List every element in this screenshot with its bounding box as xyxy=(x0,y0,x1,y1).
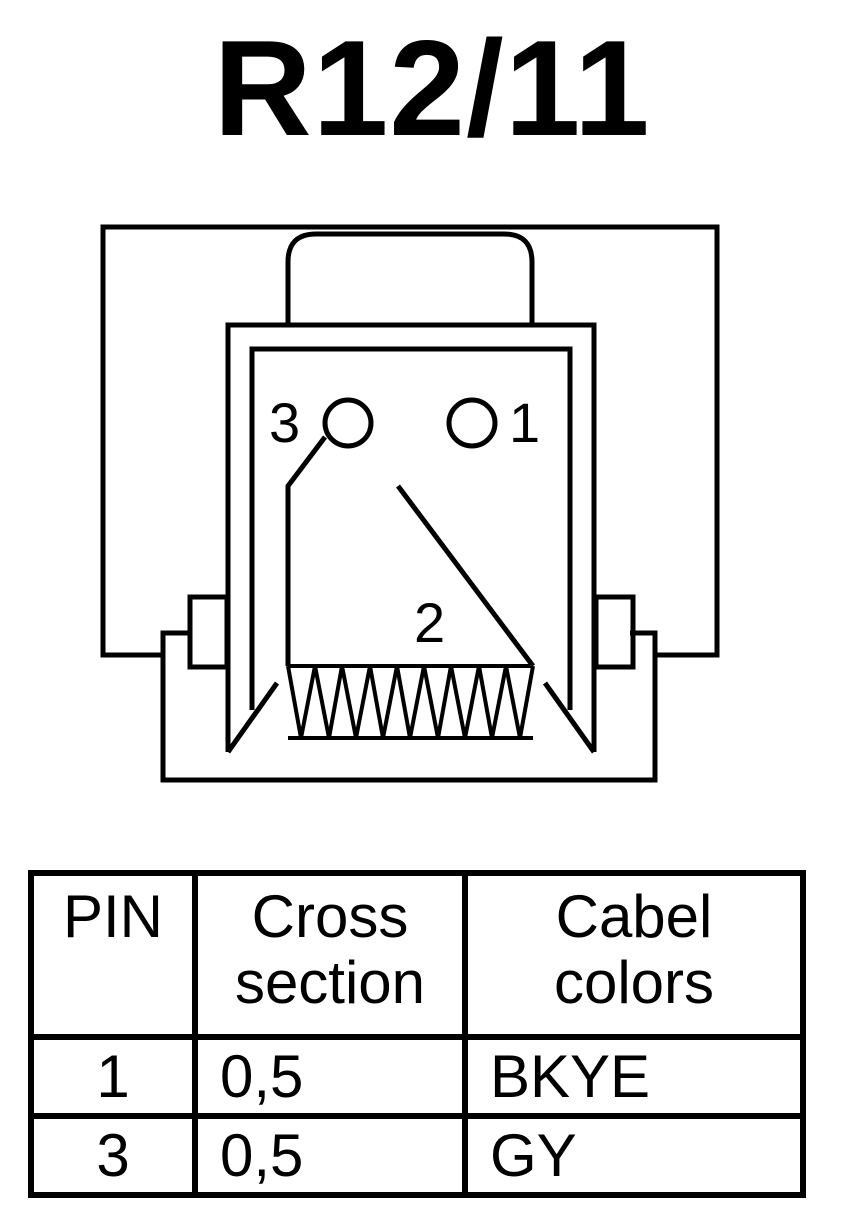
table-header-row: PIN Cross section Cabel colors xyxy=(28,869,806,1041)
pin-2-label: 2 xyxy=(414,591,445,654)
header-pin-label: PIN xyxy=(62,883,164,950)
pin-table: PIN Cross section Cabel colors 1 0,5 BKY… xyxy=(28,869,806,1198)
left-clip xyxy=(187,594,230,670)
header-cable-colors: Cabel colors xyxy=(462,869,806,1041)
top-latch xyxy=(285,231,535,325)
pin-2-wire xyxy=(396,484,535,668)
pin-3-contact xyxy=(322,397,374,449)
table-row: 3 0,5 GY xyxy=(28,1113,806,1198)
header-color-line2: colors xyxy=(553,949,715,1016)
connector-drawing: 3 1 2 xyxy=(100,224,720,783)
header-cross-line2: section xyxy=(234,949,426,1016)
spring-contact xyxy=(286,664,535,740)
row-1-cable-color: BKYE xyxy=(462,1034,806,1119)
pin-3-label: 3 xyxy=(269,391,300,454)
row-2-cable-color: GY xyxy=(462,1113,806,1198)
header-cross-line1: Cross xyxy=(251,883,409,950)
row-1-pin: 1 xyxy=(28,1034,198,1119)
table-row: 1 0,5 BKYE xyxy=(28,1034,806,1119)
row-2-pin: 3 xyxy=(28,1113,198,1198)
inner-insert-frame xyxy=(249,346,573,710)
header-cross-section: Cross section xyxy=(192,869,468,1041)
row-2-cross-section: 0,5 xyxy=(192,1113,468,1198)
pin-1-contact xyxy=(446,397,498,449)
outer-housing xyxy=(100,224,720,658)
row-1-cross-section: 0,5 xyxy=(192,1034,468,1119)
header-pin: PIN xyxy=(28,869,198,1041)
outer-insert-frame xyxy=(225,322,597,752)
header-color-line1: Cabel xyxy=(555,883,713,950)
right-clip xyxy=(593,594,636,670)
right-chamfer xyxy=(542,681,597,754)
pin-3-wire xyxy=(285,435,327,666)
pin-1-label: 1 xyxy=(509,391,540,454)
left-chamfer xyxy=(225,681,280,754)
base-frame xyxy=(160,630,658,783)
diagram-title: R12/11 xyxy=(213,12,651,164)
